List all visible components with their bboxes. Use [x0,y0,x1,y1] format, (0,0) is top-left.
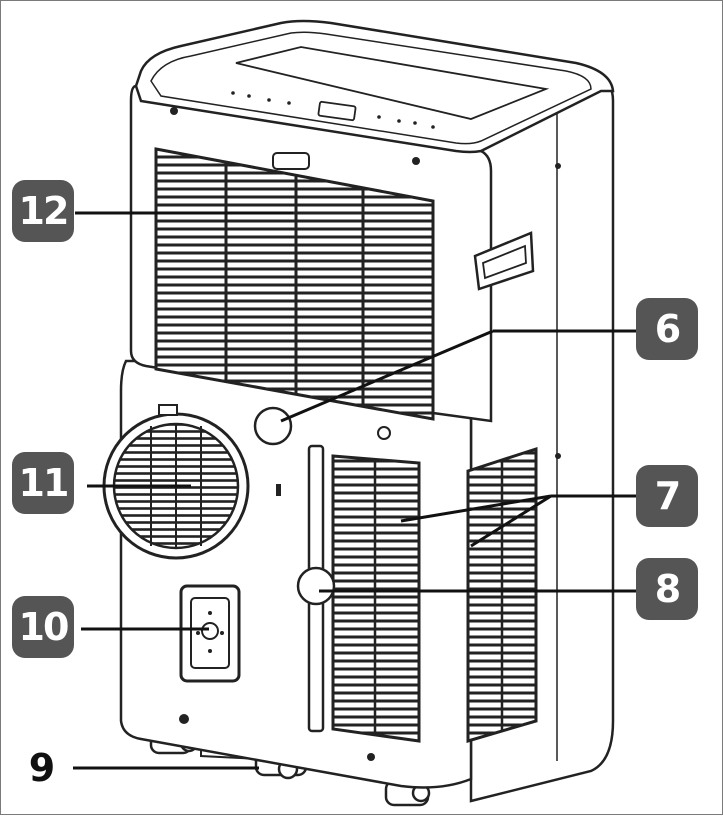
drain-outlet [253,406,293,446]
upper-air-filter-grille [154,147,435,421]
leader-lines [73,211,641,770]
carry-handle [473,231,535,291]
lower-air-inlet-grille [331,446,538,744]
control-indicators [231,91,435,129]
callout-6: 6 [636,298,698,360]
power-socket [179,584,241,683]
callout-9: 9 [28,746,55,790]
callout-11: 11 [12,452,74,514]
callout-12: 12 [12,180,74,242]
callout-7: 7 [636,465,698,527]
cord-holder [296,444,336,733]
callout-10: 10 [12,596,74,658]
callout-8: 8 [636,558,698,620]
